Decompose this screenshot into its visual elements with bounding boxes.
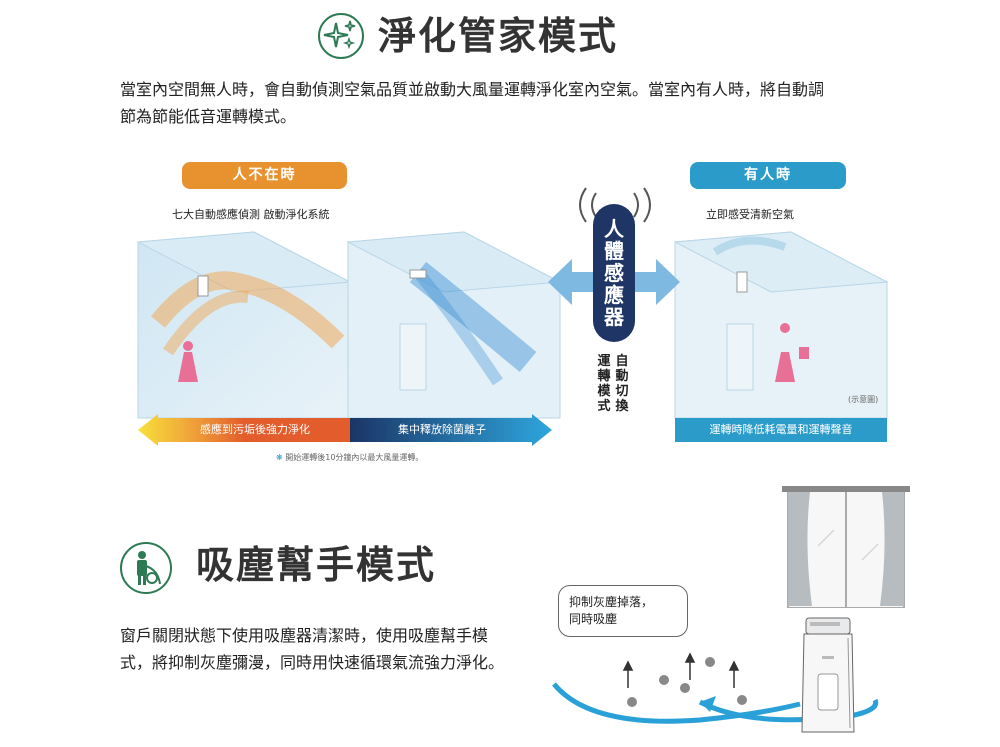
room-illustration-ions bbox=[346, 231, 562, 419]
bar-right-text: 運轉時降低耗電量和運轉聲音 bbox=[675, 418, 887, 442]
room-illustration-present bbox=[673, 231, 889, 419]
bubble-line1: 抑制灰塵掉落， bbox=[569, 595, 654, 609]
bar-arrow-left-mid bbox=[138, 414, 552, 446]
absent-label: 人不在時 bbox=[182, 162, 347, 189]
sensor-label: 人體感應器 bbox=[593, 204, 635, 342]
illustrative-note: (示意圖) bbox=[848, 395, 879, 404]
room-illustration-absent bbox=[136, 231, 352, 419]
bubble-line2: 同時吸塵 bbox=[569, 612, 618, 626]
sparkle-icon bbox=[323, 20, 356, 50]
footnote-mark-icon: ❋ bbox=[276, 453, 286, 462]
switch-text-col1: 運轉模式 bbox=[597, 354, 611, 414]
present-caption: 立即感受清新空氣 bbox=[706, 208, 794, 221]
vacuum-text-line1: 窗戶關閉狀態下使用吸塵器清潔時，使用吸塵幫手模 bbox=[120, 626, 489, 645]
bar-left-text: 感應到污垢後強力淨化 bbox=[200, 423, 310, 436]
purify-intro-line1: 當室內空間無人時，會自動偵測空氣品質並啟動大風量運轉淨化室內空氣。當室內有人時，… bbox=[120, 80, 825, 99]
vacuum-text-line2: 式，將抑制灰塵彌漫，同時用快速循環氣流強力淨化。 bbox=[120, 653, 505, 672]
purifier-illustration bbox=[801, 617, 855, 733]
absent-caption: 七大自動感應偵測 啟動淨化系統 bbox=[172, 208, 330, 221]
sensor-label-text: 人體感應器 bbox=[604, 217, 624, 329]
switch-text-col2: 自動切換 bbox=[615, 354, 629, 414]
present-label: 有人時 bbox=[690, 162, 846, 189]
footnote-text: 開始運轉後10分鐘內以最大風量運轉。 bbox=[285, 453, 424, 462]
speech-bubble: 抑制灰塵掉落， 同時吸塵 bbox=[558, 585, 688, 637]
window-illustration bbox=[782, 486, 910, 608]
footnote: ❋ 開始運轉後10分鐘內以最大風量運轉。 bbox=[276, 452, 423, 463]
purify-intro-line2: 節為節能低音運轉模式。 bbox=[120, 107, 297, 126]
purify-badge bbox=[318, 13, 364, 59]
vacuum-title: 吸塵幫手模式 bbox=[196, 543, 437, 587]
vacuum-person-icon bbox=[137, 551, 161, 585]
purify-title: 淨化管家模式 bbox=[378, 14, 619, 58]
bar-mid-text: 集中釋放除菌離子 bbox=[398, 423, 486, 436]
vacuum-badge bbox=[120, 542, 172, 594]
